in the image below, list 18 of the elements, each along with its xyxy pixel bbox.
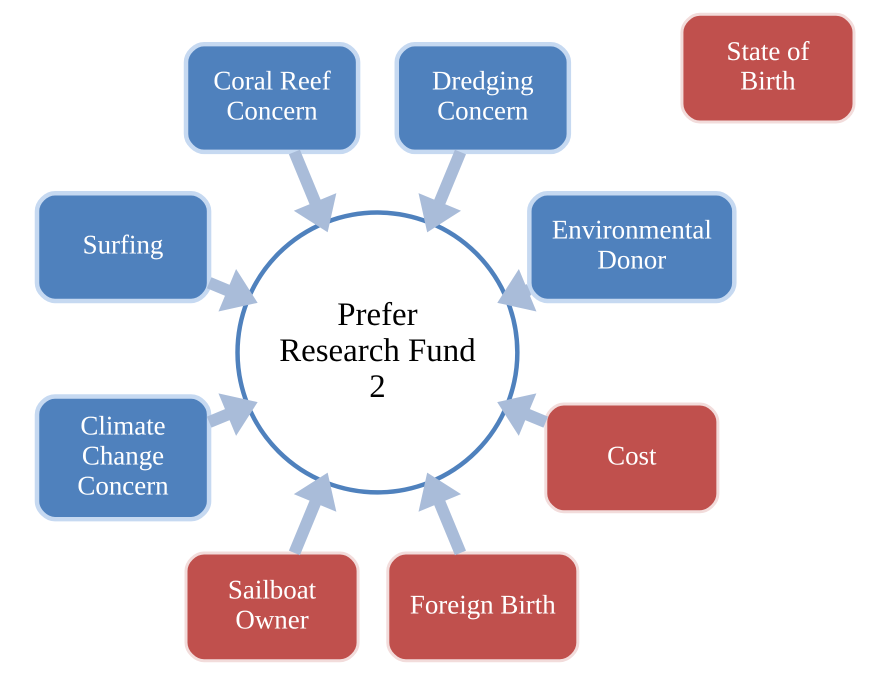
arrow [418, 150, 466, 232]
node-box: Foreign Birth [386, 551, 579, 662]
arrow [206, 268, 258, 312]
node-box: Coral Reef Concern [183, 42, 360, 154]
arrow [288, 472, 336, 556]
node-box: Dredging Concern [394, 42, 571, 154]
node-box: Environmental Donor [526, 190, 736, 304]
node-box: Climate Change Concern [34, 394, 211, 522]
arrow [496, 393, 548, 436]
node-circle: Prefer Research Fund 2 [234, 210, 520, 495]
arrow [288, 150, 336, 232]
arrow [418, 472, 466, 556]
node-box: Surfing [34, 190, 211, 304]
node-box: State of Birth [680, 12, 856, 124]
node-box: Sailboat Owner [184, 551, 360, 662]
arrow [206, 393, 258, 436]
node-box: Cost [544, 402, 719, 514]
arrow [496, 268, 536, 312]
